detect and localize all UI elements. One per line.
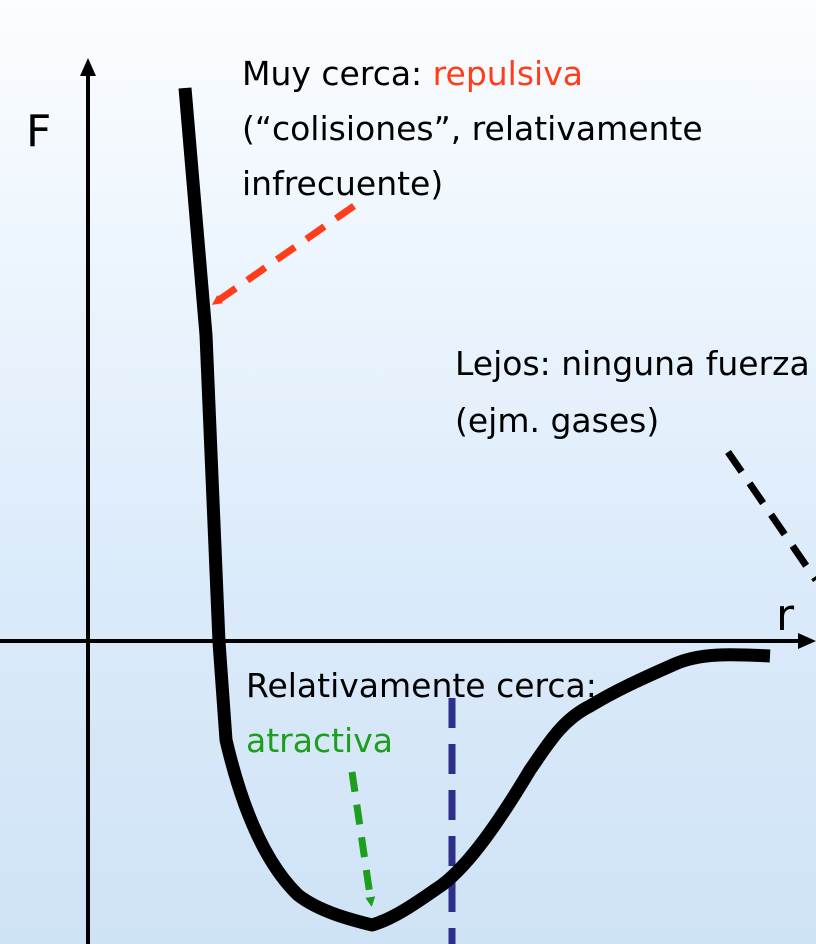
near-annotation-line3: infrecuente) (242, 164, 444, 203)
force-curve (178, 87, 771, 932)
far-annotation-line2: (ejm. gases) (455, 401, 660, 440)
attractive-arrow (348, 771, 376, 907)
far-arrow (725, 450, 816, 582)
x-axis-label: r (776, 590, 795, 641)
near-annotation-line1: Muy cerca: repulsiva (242, 46, 583, 101)
x-axis-arrowhead (798, 633, 816, 649)
y-axis-label: F (26, 106, 52, 157)
far-annotation-line1: Lejos: ninguna fuerza (455, 344, 810, 383)
near-annotation-line2: (“colisiones”, relativamente (242, 109, 703, 148)
attractive-keyword: atractiva (246, 721, 393, 760)
repulsive-keyword: repulsiva (432, 54, 583, 93)
mid-annotation-line1: Relativamente cerca: (246, 666, 597, 705)
near-prefix: Muy cerca: (242, 54, 433, 93)
repulsive-arrow (211, 203, 356, 305)
y-axis-arrowhead (80, 58, 96, 76)
